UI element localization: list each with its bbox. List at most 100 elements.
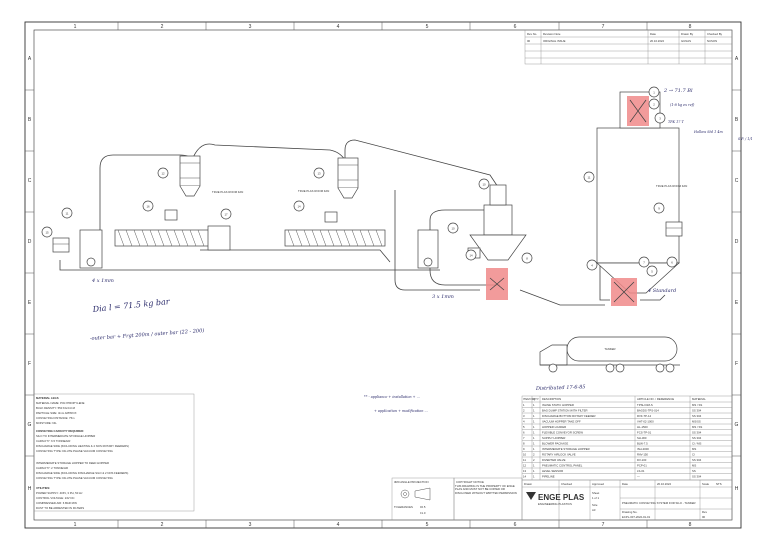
parts-cell: DISCHARGE BOTTOM ROTARY FEEDER bbox=[542, 414, 596, 418]
drawn-label: Drawn bbox=[524, 482, 533, 486]
balloon-number: 11 bbox=[588, 176, 591, 180]
copyright-title: COPYRIGHT NOTICE bbox=[456, 480, 484, 484]
approved-label: Approved bbox=[592, 482, 604, 486]
parts-cell: 1 bbox=[533, 425, 535, 429]
company-name: ENGE PLAS bbox=[538, 493, 585, 502]
callout-balloons: 12 16 17 11 15 13 14 10 10 14 11 9 1 2 3… bbox=[41, 86, 678, 277]
parts-cell: HL-1500 bbox=[637, 425, 648, 429]
parts-cell: 8 bbox=[523, 442, 525, 446]
rev-header: Revision Note bbox=[543, 32, 561, 36]
row-label: F bbox=[28, 361, 31, 367]
parts-cell: 1 bbox=[533, 469, 535, 473]
company-subtitle: ENGINEERING PLASTICS bbox=[538, 502, 572, 506]
parts-cell: DIVERTER VALVE bbox=[542, 458, 566, 462]
parts-table: ITEM NO. QTY. DESCRIPTION ARTICLE NO. / … bbox=[521, 395, 733, 481]
col-label: 5 bbox=[426, 522, 429, 528]
parts-cell: 2 bbox=[533, 458, 535, 462]
parts-cell: LS-01 bbox=[637, 469, 645, 473]
notes-line: SILO TO INTERMEDIATE STORAGE HOPPER bbox=[36, 434, 95, 438]
parts-cell: 1 bbox=[533, 464, 535, 468]
rev-value: 00 bbox=[702, 515, 706, 519]
size-value: A3 bbox=[592, 508, 596, 512]
hand-middle-low: 3 x 1mm bbox=[432, 294, 454, 300]
col-label: 7 bbox=[602, 522, 605, 528]
parts-cell: 1 bbox=[533, 409, 535, 413]
parts-cell: BAG DUMP STATION WITH FILTER bbox=[542, 409, 587, 413]
row-label: H bbox=[28, 486, 32, 492]
row-label: E bbox=[735, 300, 739, 306]
tolerance-label: TOLERANCES bbox=[394, 505, 413, 509]
parts-header: DESCRIPTION bbox=[542, 397, 561, 401]
revision-table: Rev No. Revision Note Date Drawn By Chec… bbox=[524, 29, 733, 65]
parts-cell: BLW-7.5 bbox=[637, 442, 648, 446]
parts-cell: PIPELINE bbox=[542, 475, 555, 479]
storage-silo bbox=[596, 91, 683, 306]
parts-cell: MS/SS bbox=[692, 420, 701, 424]
notes-line: MOISTURE: NIL bbox=[36, 421, 57, 425]
rev-label: Rev bbox=[702, 510, 708, 514]
parts-cell: 2 bbox=[533, 453, 535, 457]
balloon-number: 11 bbox=[66, 212, 69, 216]
date-value: 20.10.2022 bbox=[657, 482, 671, 486]
parts-cell: INTERMEDIATE STORAGE HOPPER bbox=[542, 447, 590, 451]
col-label: 8 bbox=[689, 522, 692, 528]
notes-line: CAPACITY: 2 TONNE/HR bbox=[36, 466, 68, 470]
row-label: C bbox=[735, 178, 739, 184]
balloon-number: 2 bbox=[653, 103, 655, 107]
parts-cell: RAV-150 bbox=[637, 453, 648, 457]
parts-cell: MS / SS bbox=[692, 403, 702, 407]
parts-cell: ISH-2000 bbox=[637, 447, 649, 451]
balloon-number: 14 bbox=[469, 254, 473, 258]
balloon-number: 7 bbox=[643, 261, 645, 265]
row-label: G bbox=[28, 422, 32, 428]
parts-header: QTY. bbox=[533, 397, 539, 401]
parts-cell: 10 bbox=[523, 453, 527, 457]
row-label: D bbox=[28, 239, 32, 245]
balloon-number: 16 bbox=[146, 205, 150, 209]
hand-note-top-right: 2 → 71.7 Bl bbox=[663, 88, 693, 94]
parts-cell: VACUUM HOPPER TAKE OFF bbox=[542, 420, 581, 424]
parts-cell: 1 bbox=[523, 403, 525, 407]
parts-cell: SS 304 bbox=[692, 409, 702, 413]
scale-label: Scale bbox=[702, 482, 709, 486]
parts-cell: 1 bbox=[533, 447, 535, 451]
parts-cell: INLINE STATIC HOPPER bbox=[542, 403, 574, 407]
sheet-value: 1 of 1 bbox=[592, 496, 599, 500]
notes-line: DUST TO BE ARRESTED IN FILTERS bbox=[36, 506, 84, 510]
tanker-truck: TANKER bbox=[539, 336, 680, 373]
balloon-number: 8 bbox=[526, 257, 528, 261]
room-fan-label: TRUE PLAS ROOM FAN bbox=[656, 184, 687, 188]
notes-line: INTERMEDIATE STORAGE HOPPER TO FEED HOPP… bbox=[36, 461, 109, 465]
col-label: 8 bbox=[689, 24, 692, 30]
col-label: 2 bbox=[161, 24, 164, 30]
projection-title: 3RD ANGLE PROJECTION bbox=[394, 480, 429, 484]
parts-cell: 1 bbox=[533, 431, 535, 435]
parts-cell: PCP-01 bbox=[637, 464, 647, 468]
balloon-number: 1 bbox=[653, 91, 655, 95]
sheet-inner-frame bbox=[33, 29, 733, 521]
notes-line: UTILITIES: bbox=[36, 486, 50, 490]
parts-cell: CI bbox=[692, 453, 695, 457]
rev-header: Drawn By bbox=[681, 32, 694, 36]
title-block: Drawn Checked Approved Date 20.10.2022 S… bbox=[521, 479, 733, 521]
parts-cell: DV-100 bbox=[637, 458, 647, 462]
hand-note-a: (1-8 kg ex ref) bbox=[670, 103, 695, 107]
scale-value: NTS bbox=[716, 482, 722, 486]
balloon-number: 6 bbox=[671, 261, 673, 265]
parts-cell: 7 bbox=[523, 436, 525, 440]
parts-cell: 4 bbox=[523, 420, 525, 424]
parts-cell: TPSH 018-S bbox=[637, 403, 653, 407]
dosing-unit-1 bbox=[52, 155, 231, 269]
parts-cell: 1 bbox=[533, 475, 535, 479]
intermediate-hopper bbox=[467, 184, 527, 300]
rev-cell: ORIGINAL ISSUE bbox=[543, 39, 566, 43]
parts-cell: 9 bbox=[523, 447, 525, 451]
rev-header: Checked By bbox=[707, 32, 723, 36]
parts-cell: SS 304 bbox=[692, 475, 702, 479]
parts-cell: MS / SS bbox=[692, 425, 702, 429]
notes-line: CONVEYING TYPE: DILUTE PHASE VACUUM CONV… bbox=[36, 449, 113, 453]
parts-cell: 13 bbox=[523, 469, 527, 473]
balloon-number: 14 bbox=[297, 205, 301, 209]
